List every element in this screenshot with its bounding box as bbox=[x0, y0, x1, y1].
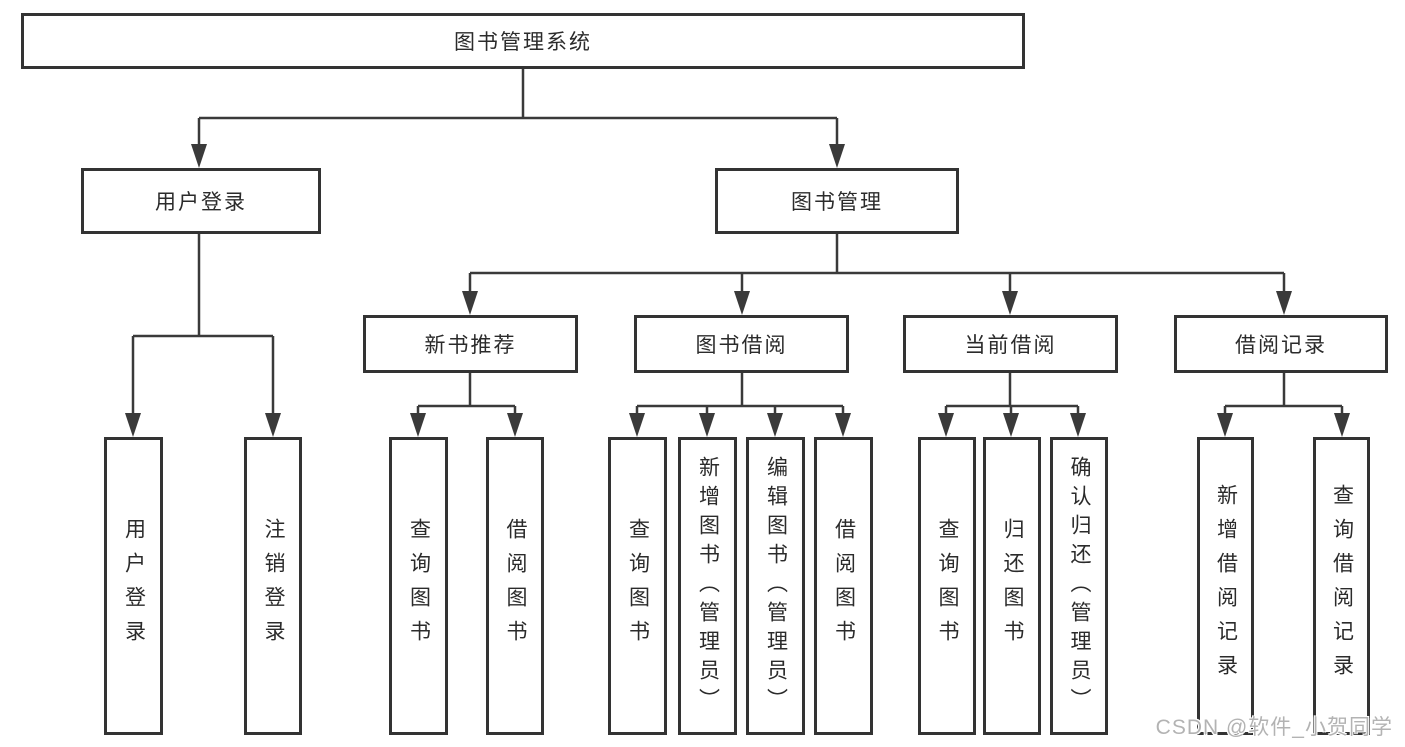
leaf-borrow-add-books-admin: 新增图书（管理员） bbox=[678, 437, 737, 735]
node-user-login: 用户登录 bbox=[81, 168, 321, 234]
csdn-watermark: CSDN @软件_小贺同学 bbox=[1155, 716, 1393, 739]
leaf-current-confirm-return-admin: 确认归还（管理员） bbox=[1050, 437, 1108, 735]
connectors-login bbox=[125, 234, 281, 437]
node-current-borrow: 当前借阅 bbox=[903, 315, 1118, 373]
leaf-records-query-record: 查询借阅记录 bbox=[1313, 437, 1370, 735]
node-root-system: 图书管理系统 bbox=[21, 13, 1025, 69]
connectors-recommend bbox=[410, 373, 523, 437]
leaf-rec-query-books: 查询图书 bbox=[389, 437, 448, 735]
leaf-user-login: 用户登录 bbox=[104, 437, 163, 735]
node-book-mgmt: 图书管理 bbox=[715, 168, 959, 234]
leaf-current-return-books: 归还图书 bbox=[983, 437, 1041, 735]
leaf-borrow-query-books: 查询图书 bbox=[608, 437, 667, 735]
connectors-root bbox=[191, 69, 845, 168]
leaf-current-query-books: 查询图书 bbox=[918, 437, 976, 735]
leaf-records-add-record: 新增借阅记录 bbox=[1197, 437, 1254, 735]
connectors-mgmt bbox=[462, 234, 1292, 315]
leaf-borrow-edit-books-admin: 编辑图书（管理员） bbox=[746, 437, 805, 735]
connectors-records bbox=[1217, 373, 1350, 437]
connectors-current bbox=[938, 373, 1086, 437]
leaf-borrow-borrow-books: 借阅图书 bbox=[814, 437, 873, 735]
connectors-borrow bbox=[629, 373, 851, 437]
leaf-logout: 注销登录 bbox=[244, 437, 302, 735]
node-borrow-records: 借阅记录 bbox=[1174, 315, 1388, 373]
node-book-borrow: 图书借阅 bbox=[634, 315, 849, 373]
node-new-book-recommend: 新书推荐 bbox=[363, 315, 578, 373]
leaf-rec-borrow-books: 借阅图书 bbox=[486, 437, 544, 735]
